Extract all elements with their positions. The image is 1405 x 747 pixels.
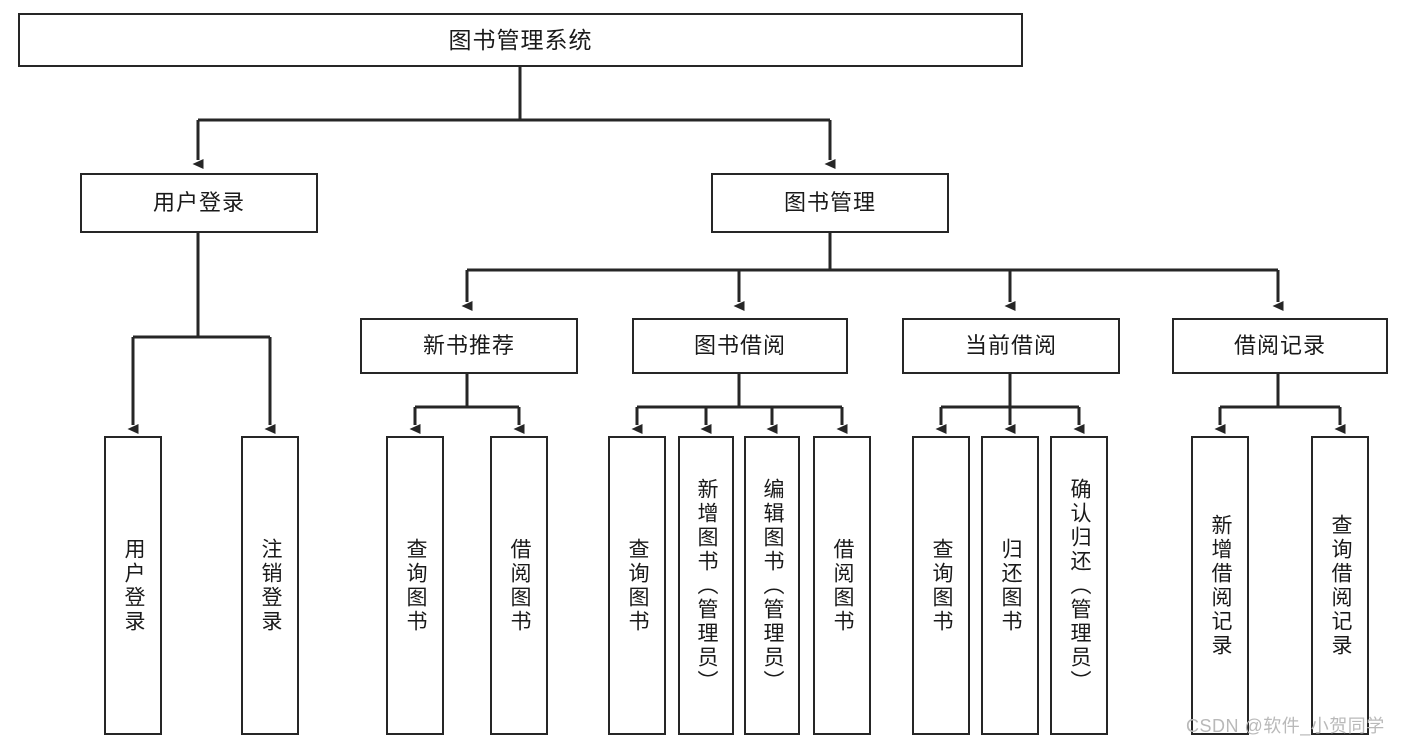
leaf-add-book-admin[interactable]: 新增图书（管理员） bbox=[678, 436, 734, 735]
leaf-add-borrow-record[interactable]: 新增借阅记录 bbox=[1191, 436, 1249, 735]
node-current-borrow[interactable]: 当前借阅 bbox=[902, 318, 1120, 374]
leaf-borrow-book-recommend[interactable]: 借阅图书 bbox=[490, 436, 548, 735]
node-label: 图书管理系统 bbox=[448, 26, 593, 53]
leaf-query-book-borrow[interactable]: 查询图书 bbox=[608, 436, 666, 735]
leaf-query-book-recommend[interactable]: 查询图书 bbox=[386, 436, 444, 735]
leaf-confirm-return-admin[interactable]: 确认归还（管理员） bbox=[1050, 436, 1108, 735]
leaf-borrow-book[interactable]: 借阅图书 bbox=[813, 436, 871, 735]
node-label: 新增图书（管理员） bbox=[695, 477, 719, 694]
leaf-query-borrow-record[interactable]: 查询借阅记录 bbox=[1311, 436, 1369, 735]
node-label: 查询图书 bbox=[930, 537, 954, 634]
leaf-edit-book-admin[interactable]: 编辑图书（管理员） bbox=[744, 436, 800, 735]
node-book-borrow[interactable]: 图书借阅 bbox=[632, 318, 848, 374]
node-label: 注销登录 bbox=[259, 537, 283, 634]
node-label: 新增借阅记录 bbox=[1209, 513, 1233, 658]
node-label: 图书管理 bbox=[783, 190, 876, 216]
node-label: 新书推荐 bbox=[422, 333, 515, 359]
node-label: 归还图书 bbox=[999, 537, 1023, 634]
node-user-login[interactable]: 用户登录 bbox=[80, 173, 318, 233]
node-label: 借阅记录 bbox=[1233, 333, 1326, 359]
node-root-library-system[interactable]: 图书管理系统 bbox=[18, 13, 1023, 67]
node-label: 用户登录 bbox=[152, 190, 245, 216]
node-label: 借阅图书 bbox=[508, 537, 532, 634]
node-borrow-record[interactable]: 借阅记录 bbox=[1172, 318, 1388, 374]
leaf-user-login[interactable]: 用户登录 bbox=[104, 436, 162, 735]
node-label: 编辑图书（管理员） bbox=[761, 477, 785, 694]
node-label: 查询借阅记录 bbox=[1329, 513, 1353, 658]
node-book-management[interactable]: 图书管理 bbox=[711, 173, 949, 233]
leaf-return-book[interactable]: 归还图书 bbox=[981, 436, 1039, 735]
node-label: 借阅图书 bbox=[831, 537, 855, 634]
node-label: 当前借阅 bbox=[964, 333, 1057, 359]
node-label: 查询图书 bbox=[404, 537, 428, 634]
csdn-watermark: CSDN @软件_小贺同学 bbox=[1186, 716, 1385, 736]
node-new-book-recommend[interactable]: 新书推荐 bbox=[360, 318, 578, 374]
leaf-query-book-current[interactable]: 查询图书 bbox=[912, 436, 970, 735]
node-label: 查询图书 bbox=[626, 537, 650, 634]
node-label: 确认归还（管理员） bbox=[1068, 477, 1092, 694]
leaf-logout[interactable]: 注销登录 bbox=[241, 436, 299, 735]
node-label: 用户登录 bbox=[122, 537, 146, 634]
node-label: 图书借阅 bbox=[693, 333, 786, 359]
